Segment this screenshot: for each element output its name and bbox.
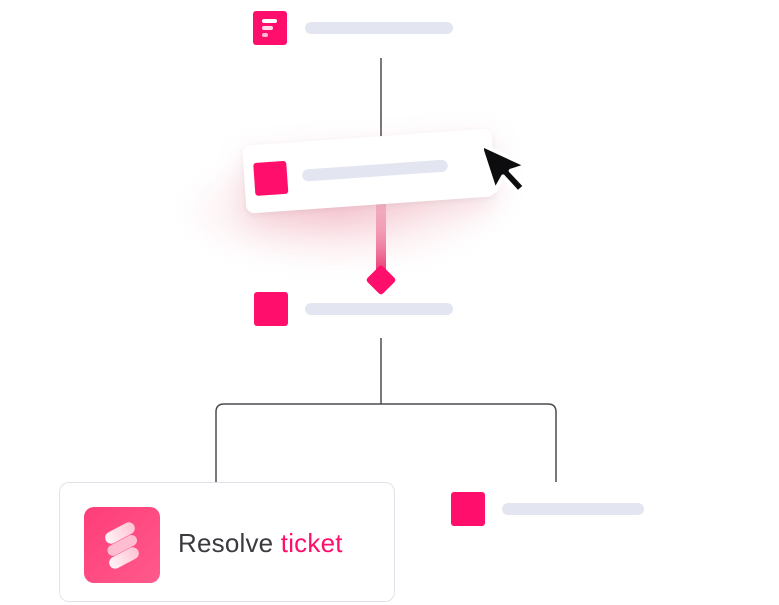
pink-square-icon: [451, 492, 485, 526]
app-logo-icon: [84, 507, 160, 583]
node-4-label-placeholder: [502, 503, 644, 515]
node-2-label-placeholder: [301, 159, 449, 182]
node-3-label-placeholder: [305, 303, 453, 315]
resolve-label-main: Resolve: [178, 528, 274, 558]
resolve-label-accent: ticket: [280, 528, 343, 558]
branch-right: [381, 403, 557, 482]
resolve-ticket-label: Resolve ticket: [178, 527, 343, 559]
node-1-label-placeholder: [305, 22, 453, 34]
mouse-pointer-icon: [477, 134, 544, 200]
resolve-ticket-card[interactable]: Resolve ticket: [59, 482, 395, 602]
pink-square-icon: [254, 292, 288, 326]
brand-logo-icon: [253, 11, 287, 45]
pink-square-icon: [253, 160, 289, 196]
branch-left: [215, 403, 381, 482]
drag-connector: [376, 196, 386, 274]
